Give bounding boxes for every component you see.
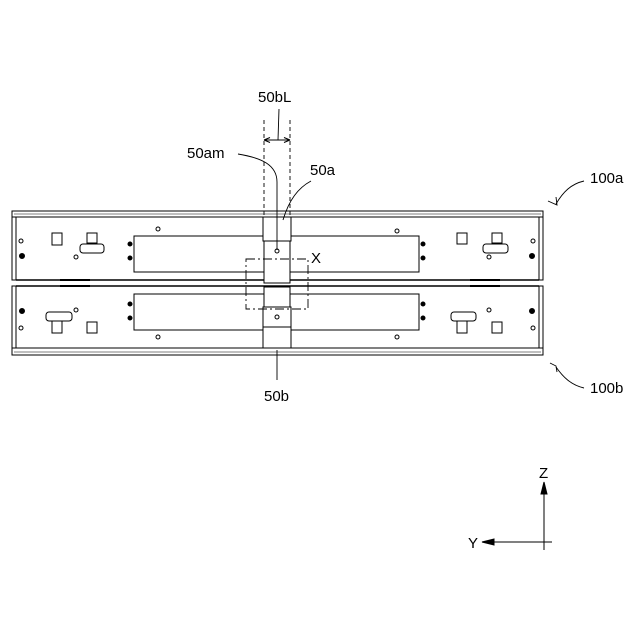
- unit-100b-left-flange: [12, 286, 16, 348]
- unit-100a-right-flange: [539, 217, 543, 280]
- unit-100b-right-flange: [539, 286, 543, 348]
- label-50b: 50b: [264, 388, 289, 405]
- leader-100a: [556, 181, 584, 204]
- unit-100a-latch-left: [80, 244, 104, 253]
- unit-100b-bottom-rail: [12, 348, 543, 355]
- unit-100b-tab-right-2: [492, 322, 502, 333]
- unit-100a-tab-left-2: [87, 233, 97, 243]
- unit-100a-tab-right-1: [457, 233, 467, 244]
- unit-100b-tab-left-2: [87, 322, 97, 333]
- label-100b: 100b: [590, 380, 623, 397]
- unit-100a-tab-right-2: [492, 233, 502, 243]
- label-50a: 50a: [310, 162, 336, 179]
- label-axis-y: Y: [468, 535, 478, 552]
- label-50bL: 50bL: [258, 89, 291, 106]
- unit-100b-tab-left-1: [52, 321, 62, 333]
- unit-100b-latch-right: [451, 312, 476, 321]
- label-50am: 50am: [187, 145, 225, 162]
- unit-100a-left-flange: [12, 217, 16, 280]
- label-100a: 100a: [590, 170, 624, 187]
- leader-100b: [556, 367, 584, 388]
- connector-50b-upper: [264, 287, 290, 307]
- unit-100b-latch-left: [46, 312, 72, 321]
- unit-100a-latch-right: [483, 244, 508, 253]
- unit-100b-tab-right-1: [457, 321, 467, 333]
- label-axis-z: Z: [539, 465, 548, 482]
- unit-100a-tab-left-1: [52, 233, 62, 245]
- axis-indicator: [482, 482, 552, 550]
- label-x: X: [311, 250, 321, 267]
